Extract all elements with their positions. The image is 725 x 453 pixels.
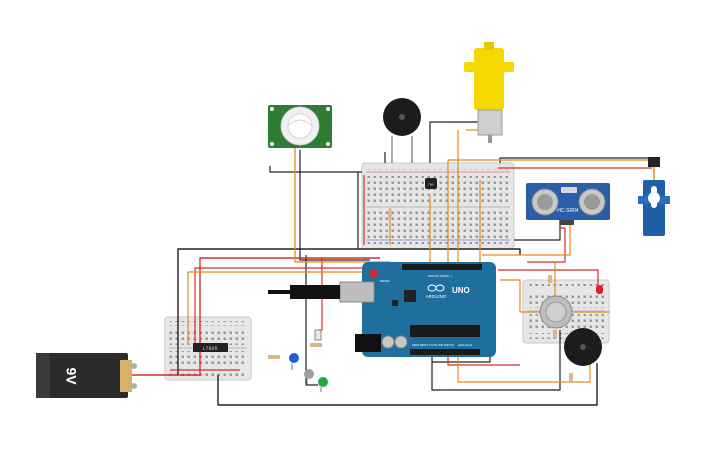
gas-sensor	[539, 295, 573, 329]
arduino-analog-label: ANALOG IN	[458, 343, 472, 347]
buzzer-top	[383, 98, 421, 163]
arduino-digital-label: DIGITAL (PWM ~)	[428, 274, 452, 278]
arduino-uno-board: ARDUINO UNO RESET DIGITAL (PWM ~) IOREF …	[268, 262, 496, 357]
arduino-brand: ARDUINO	[426, 294, 447, 299]
led-gray	[304, 369, 314, 385]
resistors	[268, 210, 573, 383]
arduino-reset-label: RESET	[380, 279, 390, 283]
transistor: TMP	[425, 178, 437, 189]
led-green	[318, 377, 328, 392]
ultrasonic-label: HC-SR04	[557, 208, 579, 214]
voltage-regulator: L7805	[193, 343, 228, 352]
led-red	[596, 285, 603, 294]
battery-label: 9V	[63, 367, 79, 385]
pir-sensor	[268, 105, 332, 148]
battery-9v: 9V	[36, 353, 137, 398]
arduino-model: UNO	[452, 286, 470, 295]
servo-motor	[638, 157, 670, 236]
led-blue	[289, 353, 299, 370]
buzzer-bottom	[564, 328, 602, 366]
regulator-label: L7805	[202, 346, 217, 352]
main-breadboard	[361, 162, 515, 250]
dc-gear-motor	[464, 42, 514, 143]
transistor-label: TMP	[428, 184, 434, 188]
arduino-power-label: IOREF RESET 3.3V 5V GND GND VIN	[412, 344, 454, 347]
ultrasonic-sensor: HC-SR04	[526, 183, 610, 225]
